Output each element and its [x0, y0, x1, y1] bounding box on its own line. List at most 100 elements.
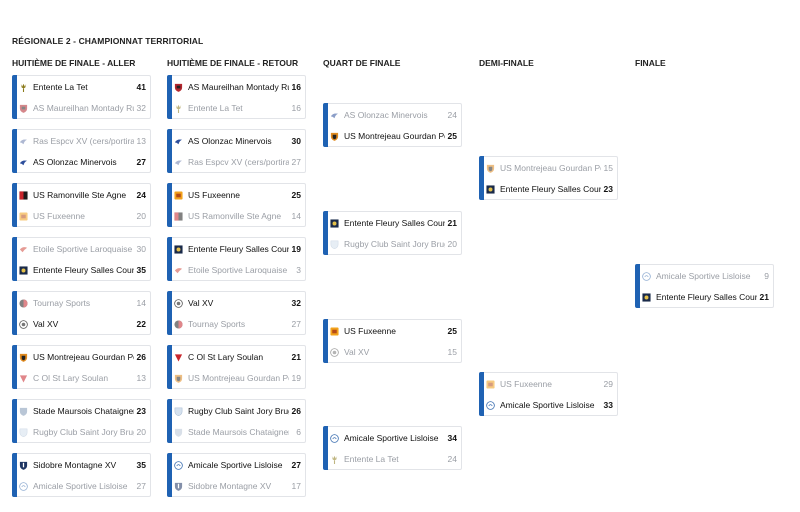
team-name: Etoile Sportive Laroquaise: [188, 265, 288, 275]
team-row[interactable]: Etoile Sportive Laroquaise 3: [174, 260, 302, 280]
team-name: Sidobre Montagne XV: [33, 460, 117, 470]
blue-circle-icon: [486, 400, 495, 410]
orange-square-icon: [19, 211, 28, 221]
team-name: AS Maureilhan Montady Ru: [33, 103, 134, 113]
team-score: 3: [296, 265, 301, 275]
team-name: Entente Fleury Salles Cours: [188, 244, 289, 254]
team-row[interactable]: Sidobre Montagne XV 35: [19, 455, 147, 475]
team-score: 30: [291, 136, 301, 146]
team-score: 34: [447, 433, 457, 443]
team-name: Entente Fleury Salles Cours: [344, 218, 445, 228]
team-score: 15: [603, 163, 613, 173]
team-score: 27: [291, 157, 301, 167]
team-score: 21: [447, 218, 457, 228]
team-name: US Montrejeau Gourdan Po: [344, 131, 445, 141]
team-score: 21: [759, 292, 769, 302]
red-triangle-icon: [19, 374, 28, 383]
orange-square-icon: [486, 379, 495, 389]
team-name: Sidobre Montagne XV: [188, 481, 272, 491]
round-title: DEMI-FINALE: [479, 58, 534, 68]
round-title: FINALE: [635, 58, 666, 68]
orange-square-icon: [174, 190, 183, 200]
navy-square-icon: [174, 244, 183, 254]
round-title: HUITIÈME DE FINALE - RETOUR: [167, 58, 299, 68]
blue-wing-icon: [19, 158, 28, 167]
red-triangle-icon: [174, 353, 183, 362]
team-score: 35: [136, 460, 146, 470]
navy-shield-icon: [174, 482, 183, 491]
orange-black-shield-icon: [486, 164, 495, 173]
team-name: Amicale Sportive Lisloise: [188, 460, 283, 470]
wing-crest-icon: [19, 137, 28, 146]
grey-circle-icon: [174, 298, 183, 308]
